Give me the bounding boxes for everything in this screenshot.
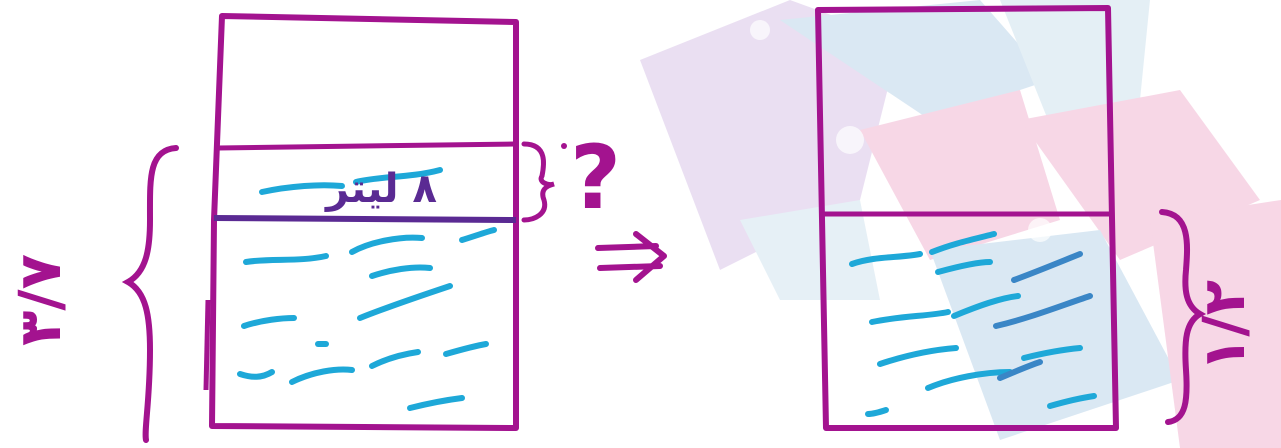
left-tank-outline (209, 13, 519, 431)
left-tank (203, 13, 519, 431)
left-tank-top-line (217, 141, 515, 151)
gap-dot (561, 143, 567, 149)
left-tank-bottom-tick (203, 299, 211, 391)
gap-brace-icon (521, 141, 555, 223)
right-water (849, 231, 1097, 417)
left-side-fraction: ٣/٧ (6, 254, 74, 346)
left-brace-icon (121, 145, 179, 443)
left-water (237, 167, 497, 411)
poured-volume-label: ٨ لیتر (324, 166, 437, 212)
right-brace-icon (1159, 209, 1207, 425)
right-side-fraction: ١/٢ (1190, 280, 1258, 372)
gap-question-mark: ? (570, 126, 621, 229)
double-arrow-icon (595, 231, 667, 283)
right-tank (815, 5, 1119, 431)
right-tank-outline (815, 5, 1119, 431)
left-tank-water-line (213, 215, 517, 223)
background-decoration (640, 0, 1281, 448)
